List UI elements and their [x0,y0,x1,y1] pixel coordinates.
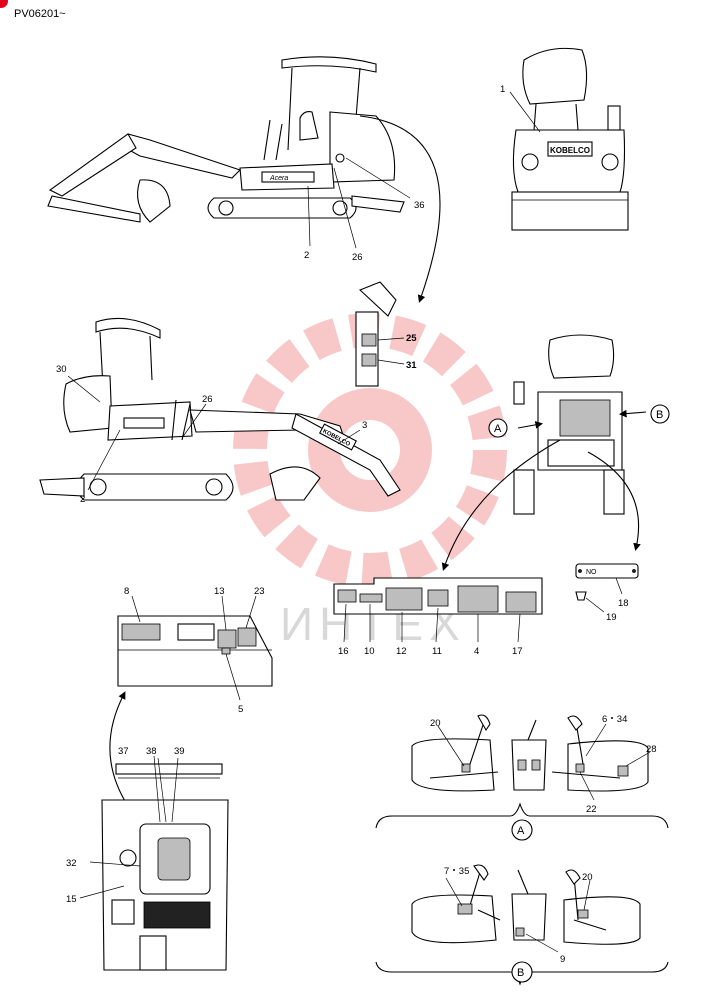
callout-4: 4 [474,646,479,657]
view-a-label: A [494,423,502,435]
excavator-rear-view: KOBELCO [511,47,629,231]
callout-15: 15 [66,894,77,905]
callout-20-b: 20 [582,872,593,883]
decal-25-patch [361,333,377,347]
arrow-to-plate [587,451,641,552]
callout-22: 22 [586,804,597,815]
callout-26-mid: 26 [202,394,213,405]
callout-9: 9 [560,954,565,965]
callout-16: 16 [338,646,349,657]
callout-31: 31 [406,360,417,371]
arrow-view-a [517,421,544,429]
decal-panel-detail [117,615,273,687]
cab-rear-view [513,334,625,515]
callout-28: 28 [646,744,657,755]
callout-1: 1 [500,84,505,95]
callout-7-35: 7・35 [444,866,469,877]
callout-10: 10 [364,646,375,657]
callout-5: 5 [238,704,243,715]
section-b-marker [511,961,533,983]
side-script-decal: Acera [269,175,288,182]
callout-18: 18 [618,598,629,609]
number-plate: NO [575,563,639,601]
arrow-to-decal-strip [441,439,561,571]
callout-8: 8 [124,586,129,597]
callout-23: 23 [254,586,265,597]
callout-6-34: 6・34 [602,714,627,725]
callout-12: 12 [396,646,407,657]
arrow-view-b [618,409,647,418]
section-a-marker [511,819,533,841]
section-a-label: A [517,825,525,837]
view-a-console [411,714,649,792]
decal-20-patch [461,763,471,773]
section-b-label: B [517,967,524,979]
view-b-brace [375,961,669,986]
header-code: PV06201~ [14,8,66,20]
callout-39: 39 [174,746,185,757]
excavator-side-view-right: KOBELCO [39,317,401,501]
callout-11: 11 [432,646,442,657]
callout-2-mid: 2 [80,494,85,505]
callout-25: 25 [406,333,417,344]
decal-strip [333,577,543,615]
callout-36: 36 [414,200,425,211]
callout-19: 19 [606,612,617,623]
view-a-brace [375,802,669,829]
callout-30: 30 [56,364,67,375]
callout-13: 13 [214,586,225,597]
corner-mark [0,0,8,8]
callout-2-top: 2 [304,250,309,261]
excavator-side-view-left: Acera [47,56,405,223]
view-a-marker [488,418,508,438]
callout-32: 32 [66,858,77,869]
arrow-to-detail-25-31 [359,115,441,303]
view-b-console [411,864,641,945]
decal-31-patch [361,353,377,367]
callout-37: 37 [118,746,129,757]
boom-cylinder-detail [355,281,397,387]
callout-20-a: 20 [430,718,441,729]
callout-26-top: 26 [352,252,363,263]
view-b-marker [650,404,670,424]
view-b-label: B [656,409,663,421]
clip-19 [575,591,587,601]
plate-text: NO [586,569,597,576]
operator-station-top-view [101,763,229,971]
decal-7-35-patch [457,903,473,915]
callout-3: 3 [362,420,367,431]
rear-brand-decal: KOBELCO [550,146,590,155]
callout-17: 17 [512,646,523,657]
callout-38: 38 [146,746,157,757]
